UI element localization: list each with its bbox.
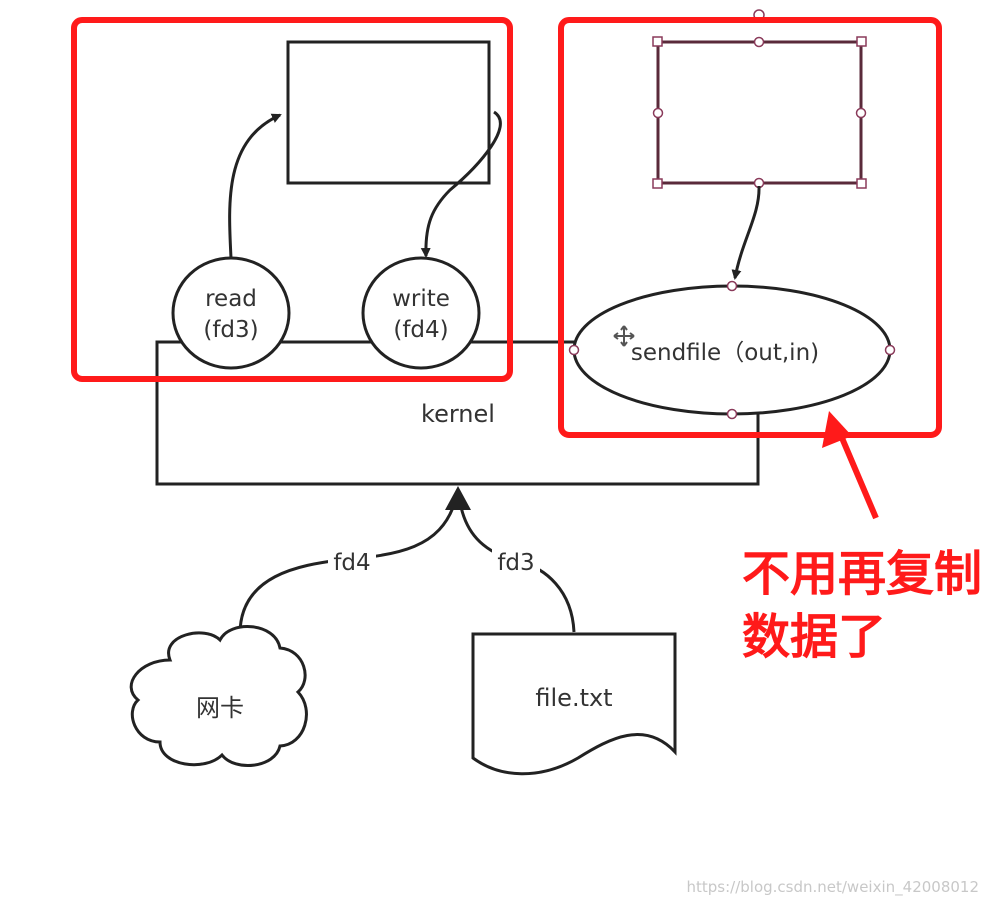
file-document-shape (471, 632, 677, 776)
buffer-to-sendfile-arrow (731, 185, 761, 280)
write-node-label: write (392, 286, 450, 312)
user-buffer-box-left (286, 40, 491, 185)
resize-handle-bottom-right[interactable] (856, 178, 867, 189)
connection-point-top[interactable] (753, 36, 765, 48)
kernel-label: kernel (421, 400, 495, 428)
sendfile-label: sendfile（out,in) (631, 340, 819, 366)
kernel-input-arrowhead (445, 486, 471, 510)
sendfile-point-right[interactable] (884, 344, 896, 356)
resize-handle-top-left[interactable] (652, 36, 663, 47)
write-node (361, 256, 481, 370)
read-node (171, 256, 291, 370)
nic-cloud (129, 625, 308, 768)
edge-label-bg-fd3 (492, 546, 540, 574)
resize-handle-bottom-left[interactable] (652, 178, 663, 189)
connection-point-right[interactable] (855, 107, 867, 119)
selection-handles[interactable] (652, 9, 867, 189)
read-to-buffer-arrow (228, 113, 282, 259)
file-edge-label: fd3 (497, 550, 534, 576)
connection-point-left[interactable] (652, 107, 664, 119)
watermark-text: https://blog.csdn.net/weixin_42008012 (686, 878, 979, 897)
resize-handle-top-right[interactable] (856, 36, 867, 47)
highlight-box-left (71, 17, 513, 382)
sendfile-point-left[interactable] (568, 344, 580, 356)
highlight-box-right (558, 17, 942, 438)
user-buffer-box-right[interactable] (656, 40, 863, 185)
file-label: file.txt (535, 684, 612, 712)
read-node-fd: (fd3) (203, 317, 258, 343)
buffer-to-write-arrow (420, 110, 502, 258)
sendfile-connection-points[interactable] (568, 280, 896, 420)
edge-label-bg-fd4 (328, 546, 376, 574)
callout-text-line1: 不用再复制 (742, 546, 982, 602)
move-cursor-icon (613, 325, 635, 347)
write-node-fd: (fd4) (393, 317, 448, 343)
sendfile-point-top[interactable] (726, 280, 738, 292)
sendfile-point-bottom[interactable] (726, 408, 738, 420)
callout-text-line2: 数据了 (742, 609, 886, 665)
read-node-label: read (205, 286, 257, 312)
nic-edge-label: fd4 (333, 550, 370, 576)
nic-label: 网卡 (196, 694, 244, 722)
callout-arrow (822, 411, 879, 520)
